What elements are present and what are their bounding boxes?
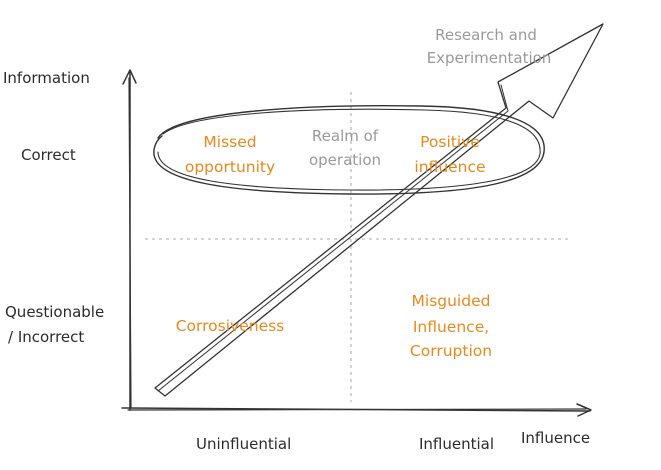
quadrant-missed-line2: opportunity <box>185 158 275 176</box>
y-axis-title: Information <box>3 69 90 87</box>
arrow-label-line1: Research and <box>435 26 537 44</box>
x-axis-title: Influence <box>521 429 590 447</box>
quadrant-positive-line2: influence <box>414 158 485 176</box>
y-axis <box>122 69 137 411</box>
realm-ellipse <box>153 105 545 195</box>
arrow-label-line2: Experimentation <box>427 49 552 67</box>
x-tick-uninfluential: Uninfluential <box>196 435 291 453</box>
quadrant-positive-line1: Positive <box>420 133 480 151</box>
y-tick-correct: Correct <box>21 146 76 164</box>
quadrant-misguided-line3: Corruption <box>410 342 492 360</box>
realm-line1: Realm of <box>312 127 379 145</box>
quadrant-missed-line1: Missed <box>203 133 256 151</box>
y-tick-questionable: Questionable <box>5 303 104 321</box>
x-axis <box>121 403 592 417</box>
research-arrow <box>154 23 604 397</box>
quadrant-corrosiveness: Corrosiveness <box>176 317 285 335</box>
quadrant-misguided-line1: Misguided <box>412 292 491 310</box>
x-tick-influential: Influential <box>419 435 494 453</box>
quadrant-misguided-line2: Influence, <box>413 318 489 336</box>
realm-line2: operation <box>309 151 381 169</box>
y-tick-incorrect: / Incorrect <box>8 328 84 346</box>
